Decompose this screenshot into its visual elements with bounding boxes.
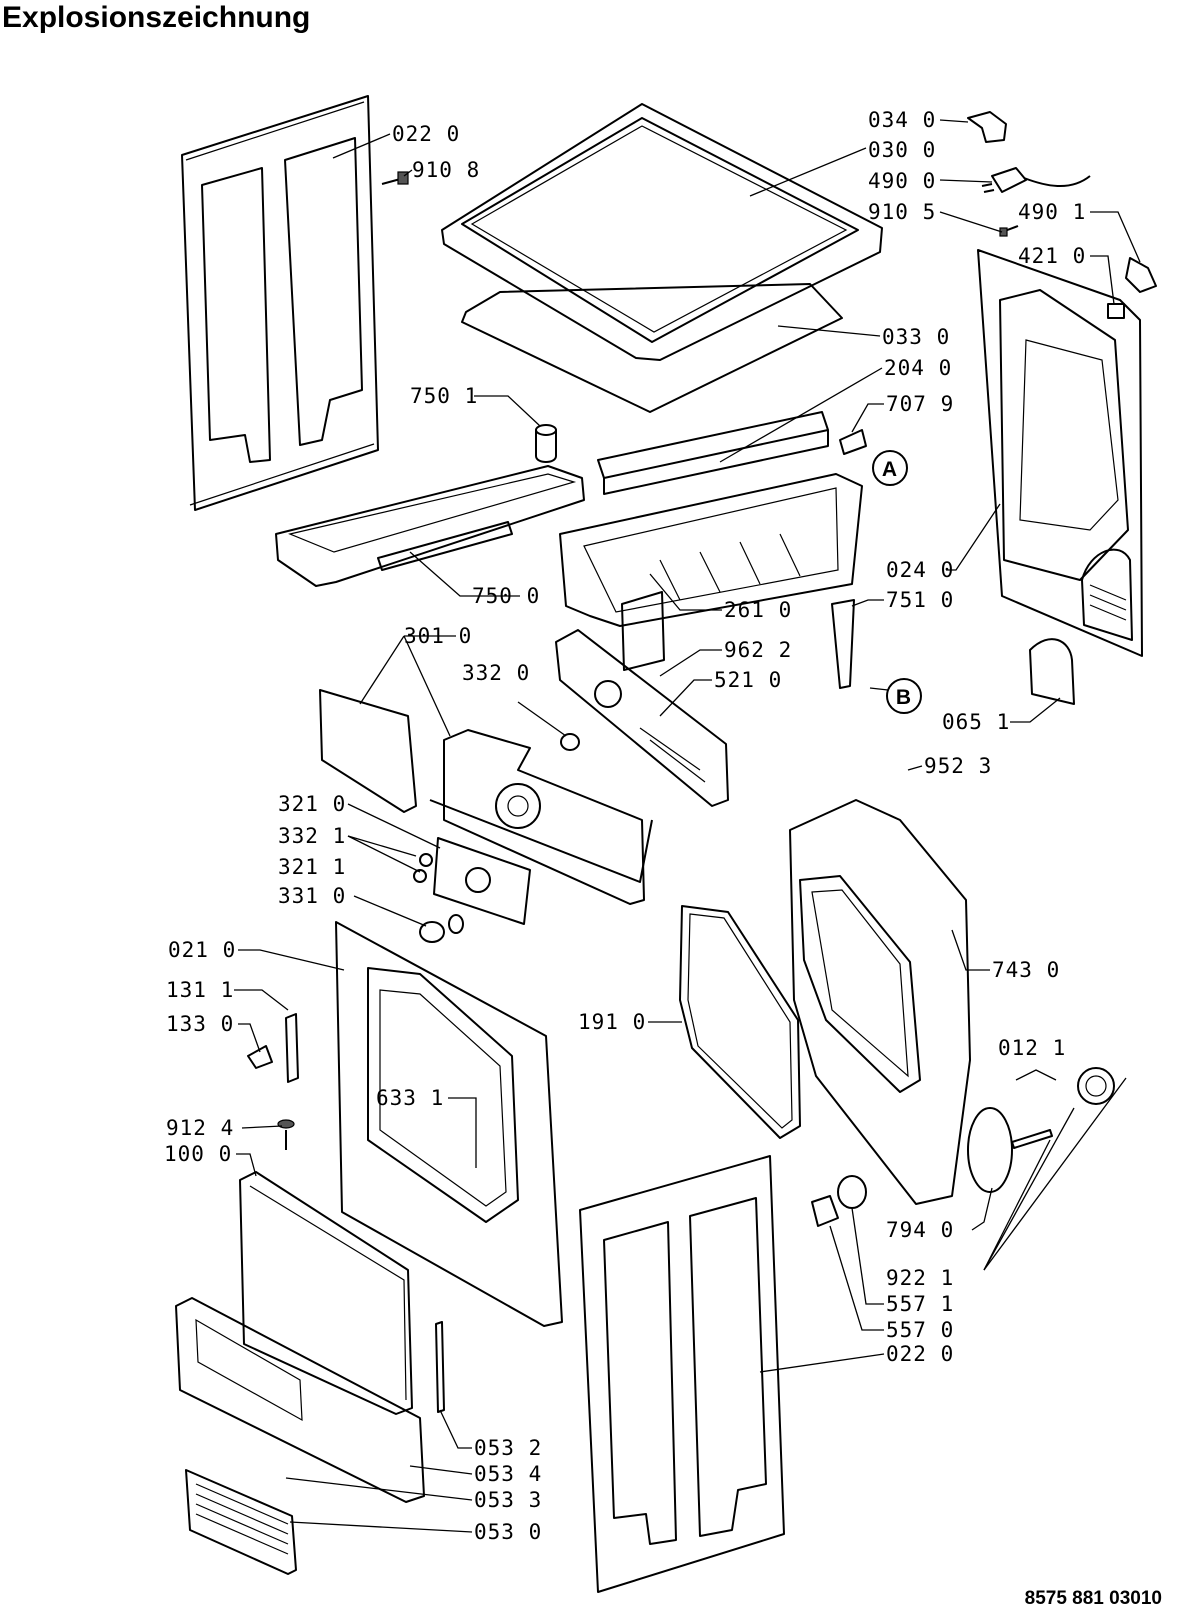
document-code: 8575 881 03010 (1024, 1588, 1162, 1609)
hook-053-2 (435, 1321, 445, 1413)
label-022-0-right: 022 0 (886, 1342, 954, 1366)
label-707-9: 707 9 (886, 392, 954, 416)
screw-912-4 (277, 1119, 295, 1150)
label-030-0: 030 0 (868, 138, 936, 162)
sensor-557-0 (811, 1195, 839, 1227)
label-012-1: 012 1 (998, 1036, 1066, 1060)
label-053-0: 053 0 (474, 1520, 542, 1544)
label-204-0: 204 0 (884, 356, 952, 380)
top-cover (441, 103, 883, 413)
label-053-4: 053 4 (474, 1462, 542, 1486)
label-022-0-left: 022 0 (392, 122, 460, 146)
water-container (275, 465, 585, 587)
label-557-0: 557 0 (886, 1318, 954, 1342)
foil-962-2 (621, 591, 665, 671)
label-321-0: 321 0 (278, 792, 346, 816)
control-panel (319, 689, 653, 905)
side-panel-left (181, 95, 379, 511)
ring-794-0 (967, 1107, 1013, 1193)
label-033-0: 033 0 (882, 325, 950, 349)
label-910-5: 910 5 (868, 200, 936, 224)
label-750-1: 750 1 (410, 384, 478, 408)
label-332-1: 332 1 (278, 824, 346, 848)
label-301-0: 301 0 (404, 624, 472, 648)
label-053-3: 053 3 (474, 1488, 542, 1512)
label-100-0: 100 0 (164, 1142, 232, 1166)
bearing-shield (789, 799, 971, 1205)
marker-a-text: A (882, 458, 898, 481)
power-cord-490-0 (981, 167, 1091, 193)
cord-clamp-490-1 (1125, 257, 1157, 293)
foil-065-1 (1029, 638, 1075, 705)
clip-421-0 (1107, 303, 1125, 319)
label-922-1: 922 1 (886, 1266, 954, 1290)
screw-910-5 (999, 225, 1019, 237)
side-panel-right (579, 1155, 785, 1593)
label-557-1: 557 1 (886, 1292, 954, 1316)
label-321-1: 321 1 (278, 855, 346, 879)
part-labels: 022 0 910 8 034 0 030 0 490 0 910 5 490 … (164, 108, 1086, 1544)
label-521-0: 521 0 (714, 668, 782, 692)
condenser-strip (597, 411, 829, 495)
label-490-1: 490 1 (1018, 200, 1086, 224)
label-331-0: 331 0 (278, 884, 346, 908)
label-794-0: 794 0 (886, 1218, 954, 1242)
label-191-0: 191 0 (578, 1010, 646, 1034)
label-490-0: 490 0 (868, 169, 936, 193)
label-034-0: 034 0 (868, 108, 936, 132)
label-133-0: 133 0 (166, 1012, 234, 1036)
door (239, 1171, 413, 1415)
label-332-0: 332 0 (462, 661, 530, 685)
label-053-2: 053 2 (474, 1436, 542, 1460)
marker-a: A (872, 450, 908, 486)
label-065-1: 065 1 (942, 710, 1010, 734)
label-952-3: 952 3 (924, 754, 992, 778)
label-131-1: 131 1 (166, 978, 234, 1002)
hose-707-9 (839, 429, 867, 455)
container-cap (535, 424, 557, 463)
door-seal (679, 905, 801, 1139)
base-tray (559, 473, 863, 627)
label-261-0: 261 0 (724, 598, 792, 622)
handle-133-0 (247, 1045, 273, 1069)
label-024-0: 024 0 (886, 558, 954, 582)
door-lock (285, 1013, 299, 1083)
knob-331-0 (419, 914, 464, 943)
label-021-0: 021 0 (168, 938, 236, 962)
seal-557-1 (837, 1175, 867, 1209)
leader-lines (234, 119, 1141, 1533)
program-panel-321-0 (433, 837, 531, 925)
marker-b: B (886, 678, 922, 714)
front-panel (335, 921, 563, 1327)
label-962-2: 962 2 (724, 638, 792, 662)
electronics-board (555, 629, 729, 807)
back-panel (977, 249, 1143, 657)
label-743-0: 743 0 (992, 958, 1060, 982)
label-751-0: 751 0 (886, 588, 954, 612)
label-633-1: 633 1 (376, 1086, 444, 1110)
small-knobs (413, 853, 433, 883)
page-title: Explosionszeichnung (2, 1, 311, 34)
label-750-0: 750 0 (472, 584, 540, 608)
label-912-4: 912 4 (166, 1116, 234, 1140)
knob-332-0 (560, 733, 580, 751)
filter-grille (185, 1469, 297, 1575)
hinge-034-0 (967, 111, 1007, 143)
screw-910-8 (381, 171, 409, 185)
pump-hose-751-0 (831, 599, 855, 689)
label-910-8: 910 8 (412, 158, 480, 182)
marker-b-text: B (896, 686, 912, 709)
plinth-frame (175, 1297, 425, 1503)
label-421-0: 421 0 (1018, 244, 1086, 268)
fan-assembly (1011, 1067, 1115, 1149)
